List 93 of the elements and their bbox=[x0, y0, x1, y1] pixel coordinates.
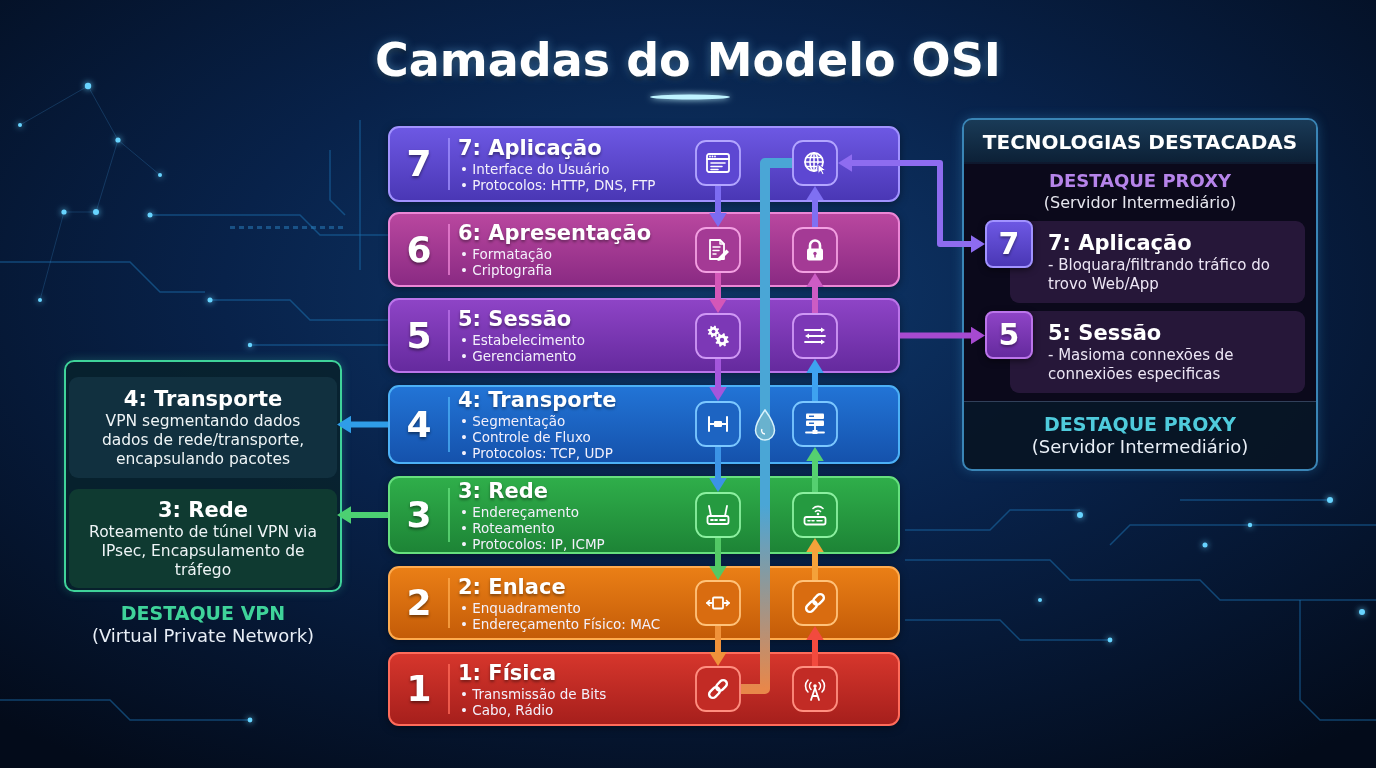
diagram-title: Camadas do Modelo OSI bbox=[375, 32, 1001, 88]
arrow bbox=[806, 538, 824, 580]
arrow bbox=[806, 273, 824, 313]
browser-window-icon bbox=[695, 140, 741, 186]
arrow bbox=[900, 326, 985, 345]
layer-number: 3 bbox=[406, 497, 432, 533]
info-panel bbox=[64, 360, 342, 592]
arrow bbox=[709, 538, 727, 580]
chain-link-icon bbox=[792, 580, 838, 626]
gears-icon bbox=[695, 313, 741, 359]
bullet-item: • Transmissão de Bits bbox=[459, 685, 607, 702]
layer-number: 2 bbox=[406, 585, 432, 621]
layer-title: 7: Aplicação bbox=[458, 135, 602, 161]
card-text: VPN segmentando dados dados de rede/transporte, encapsulando pacotes bbox=[100, 412, 306, 469]
layer-number: 5 bbox=[406, 317, 432, 354]
highlight-heading: DESTAQUE VPN bbox=[120, 602, 286, 625]
layer-number: 7 bbox=[406, 146, 432, 182]
bullet-item: • Protocolos: TCP, UDP bbox=[459, 445, 613, 461]
bullet-item: • Protocolos: IP, ICMP bbox=[459, 535, 605, 552]
info-card bbox=[69, 377, 337, 478]
osi-layer-band bbox=[388, 476, 900, 554]
panel-section bbox=[964, 162, 1316, 402]
bullet-item: • Estabelecimento bbox=[459, 332, 586, 348]
card-title: 4: Transporte bbox=[123, 386, 283, 412]
layer-number: 1 bbox=[406, 671, 432, 707]
bullet-item: • Gerenciamento bbox=[459, 348, 577, 364]
globe-cursor-icon bbox=[792, 140, 838, 186]
bullet-item: • Interface do Usuário bbox=[459, 160, 610, 177]
transfer-arrows-icon bbox=[792, 313, 838, 359]
bullet-item: • Endereçamento Físico: MAC bbox=[459, 615, 661, 632]
layer-title: 1: Física bbox=[458, 660, 557, 686]
arrow bbox=[337, 415, 388, 434]
bullet-item: • Criptografia bbox=[459, 262, 553, 278]
card-text: - Masioma connexões de connexiões especificas bbox=[1048, 345, 1235, 384]
arrow bbox=[806, 359, 824, 401]
chain-link-icon bbox=[695, 666, 741, 712]
highlight-subtitle: (Servidor Intermediário) bbox=[1043, 192, 1237, 213]
card-text: Roteamento de túnel VPN via IPsec, Encapsulamento de tráfego bbox=[88, 523, 318, 580]
osi-layer-band bbox=[388, 566, 900, 640]
highlight-heading: DESTAQUE PROXY bbox=[1043, 412, 1237, 436]
document-pencil-icon bbox=[695, 227, 741, 273]
number-badge bbox=[985, 311, 1033, 359]
layer-title: 3: Rede bbox=[458, 478, 548, 504]
highlight-subtitle: (Virtual Private Network) bbox=[91, 625, 315, 647]
radio-antenna-icon bbox=[792, 666, 838, 712]
bullet-item: • Protocolos: HTTP, DNS, FTP bbox=[459, 176, 656, 193]
layer-title: 5: Sessão bbox=[458, 307, 572, 332]
bullet-item: • Enquadramento bbox=[459, 599, 581, 616]
bullet-item: • Formatação bbox=[459, 246, 553, 262]
arrow bbox=[337, 506, 388, 524]
bullet-item: • Cabo, Rádio bbox=[459, 701, 554, 718]
bullet-item: • Roteamento bbox=[459, 519, 555, 536]
number-badge bbox=[985, 220, 1033, 268]
highlight-heading: DESTAQUE PROXY bbox=[1048, 170, 1232, 192]
frame-arrows-icon bbox=[695, 580, 741, 626]
osi-layer-band bbox=[388, 298, 900, 373]
cable-segment-icon bbox=[695, 401, 741, 447]
arrow bbox=[709, 273, 727, 313]
arrow bbox=[709, 186, 727, 227]
layer-title: 4: Transporte bbox=[458, 388, 617, 413]
info-card bbox=[69, 489, 337, 588]
card-title: 7: Aplicação bbox=[1048, 230, 1192, 256]
layer-title: 2: Enlace bbox=[458, 574, 566, 600]
bullet-item: • Endereçamento bbox=[459, 503, 580, 520]
bullet-item: • Controle de Fluxo bbox=[459, 429, 591, 445]
padlock-icon bbox=[792, 227, 838, 273]
layer-number: 6 bbox=[406, 231, 432, 268]
arrow bbox=[806, 186, 824, 227]
highlight-subtitle: (Servidor Intermediário) bbox=[1031, 435, 1249, 458]
osi-layer-band bbox=[388, 652, 900, 726]
layer-number: 4 bbox=[406, 406, 432, 443]
arrow bbox=[709, 626, 727, 666]
card-title: 5: Sessão bbox=[1048, 320, 1162, 346]
double-arrow bbox=[838, 154, 985, 253]
arrow bbox=[806, 447, 824, 492]
panel-title: TECNOLOGIAS DESTACADAS bbox=[982, 130, 1298, 154]
card-title: 3: Rede bbox=[158, 497, 248, 523]
layer-title: 6: Apresentação bbox=[458, 221, 652, 246]
layer-number: 5 bbox=[998, 320, 1020, 350]
card-text: - Bloquara/filtrando tráfico do trovo Web/App bbox=[1048, 255, 1271, 294]
arrow bbox=[806, 626, 824, 666]
layer-number: 7 bbox=[998, 229, 1020, 259]
connector-line bbox=[741, 158, 792, 694]
arrow bbox=[709, 447, 727, 492]
arrow bbox=[709, 359, 727, 401]
osi-layer-band bbox=[388, 212, 900, 287]
info-panel bbox=[962, 118, 1318, 471]
server-icon bbox=[792, 401, 838, 447]
osi-layer-band bbox=[388, 385, 900, 464]
wifi-router-icon bbox=[792, 492, 838, 538]
bullet-item: • Segmentação bbox=[459, 413, 566, 429]
router-icon bbox=[695, 492, 741, 538]
osi-layer-band bbox=[388, 126, 900, 202]
